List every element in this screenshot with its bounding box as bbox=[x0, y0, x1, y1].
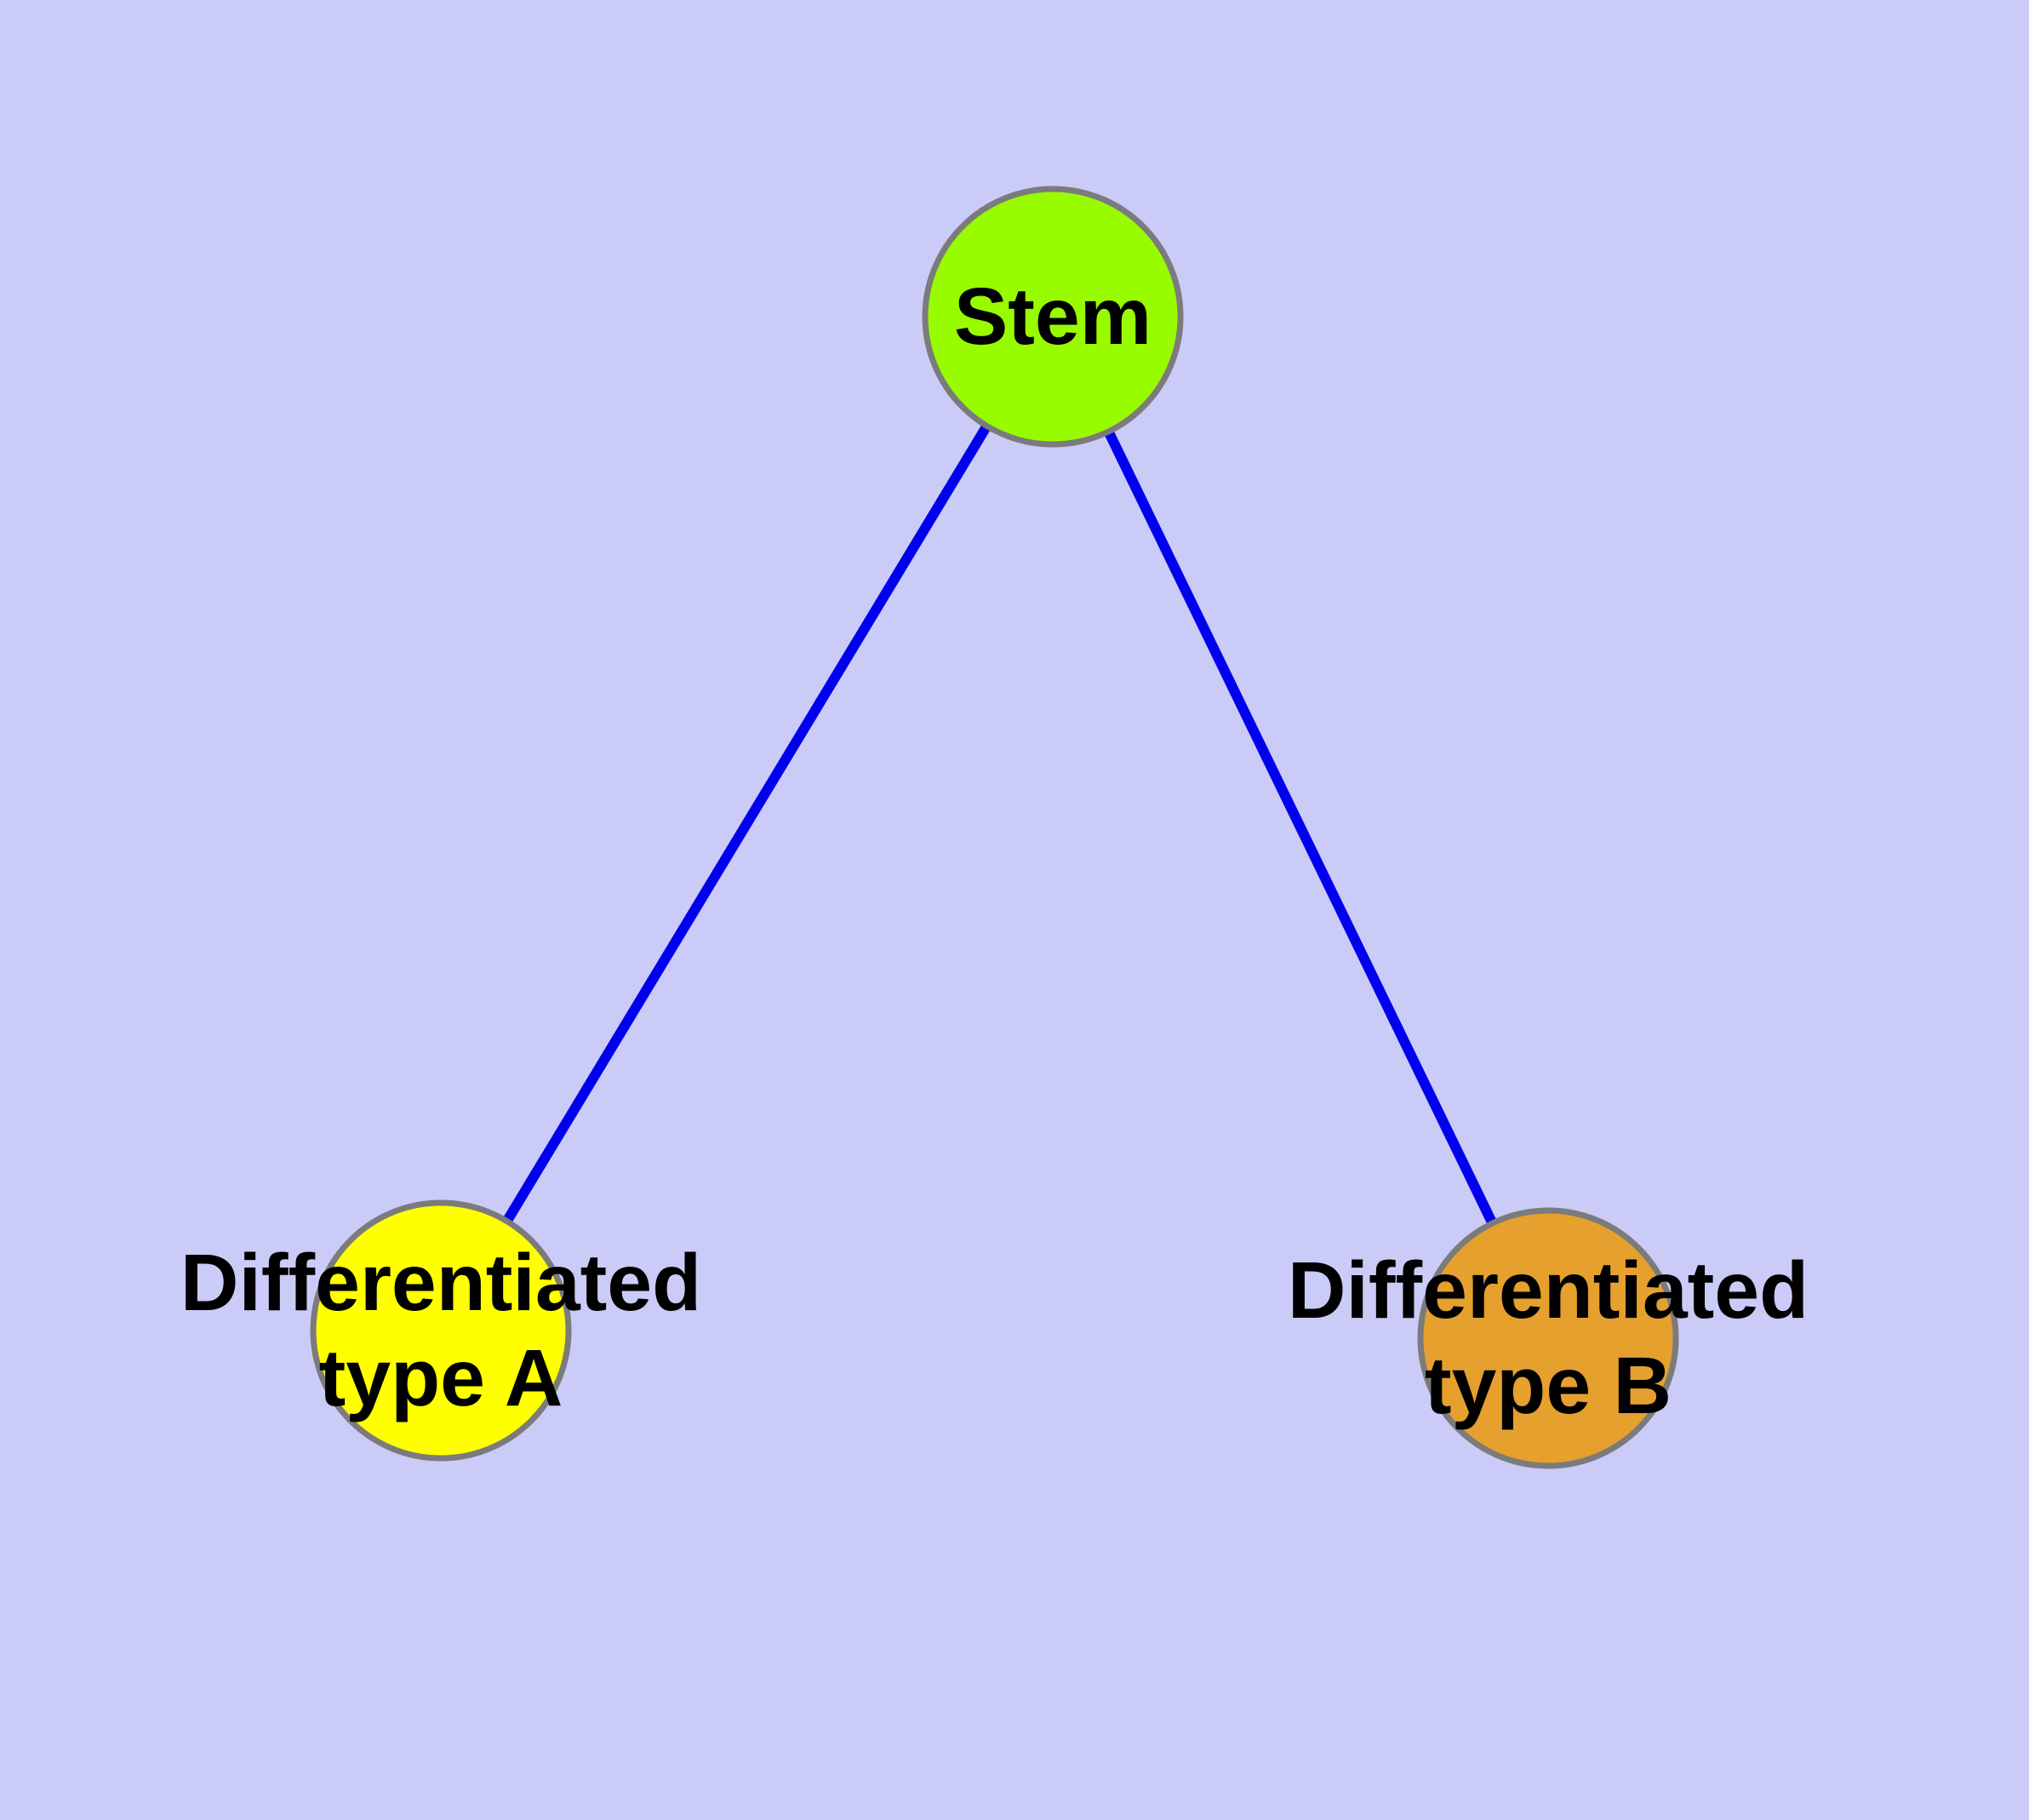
node-label-line: type B bbox=[1425, 1341, 1672, 1431]
edge-stem-typeA bbox=[436, 313, 1058, 1334]
node-label-line: type A bbox=[319, 1333, 563, 1423]
node-circle-typeB bbox=[1417, 1207, 1679, 1469]
node-label-line: Differentiated bbox=[1288, 1245, 1809, 1336]
node-label-line: Differentiated bbox=[180, 1238, 701, 1328]
node-circle-stem bbox=[922, 186, 1184, 448]
node-circle-typeA bbox=[310, 1199, 572, 1462]
node-label-stem: Stem bbox=[954, 272, 1152, 362]
node-label-line: Stem bbox=[954, 272, 1152, 362]
edge-stem-typeB bbox=[1048, 314, 1553, 1341]
